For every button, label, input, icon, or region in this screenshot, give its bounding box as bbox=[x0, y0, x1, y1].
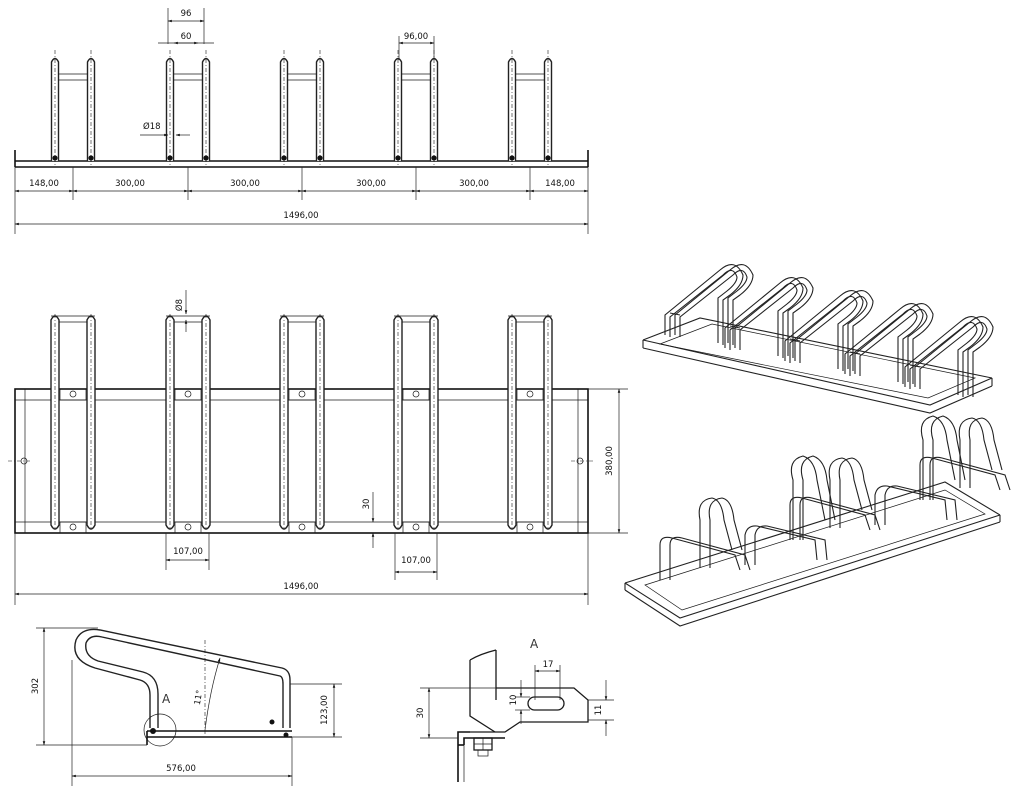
front-stand-5 bbox=[507, 50, 553, 165]
plan-total-text: 1496,00 bbox=[283, 582, 318, 592]
detail-dim-h3: 30 bbox=[416, 687, 496, 739]
plan-stand-2 bbox=[165, 314, 211, 534]
dim-60-text: 60 bbox=[181, 32, 192, 42]
iso-bottom-stand-3 bbox=[789, 457, 881, 540]
front-dim-96-right: 96,00 bbox=[398, 32, 435, 60]
spacing-5: 300,00 bbox=[459, 179, 489, 189]
plan-stand-1 bbox=[50, 314, 96, 534]
plan-dim-total: 1496,00 bbox=[14, 533, 589, 605]
spacing-2: 300,00 bbox=[115, 179, 145, 189]
detail-dim-h2: 11 bbox=[588, 680, 614, 736]
side-dim-height: 302 bbox=[31, 627, 147, 746]
plan-gap-text: 30 bbox=[362, 499, 372, 510]
iso-bottom-stand-4 bbox=[874, 415, 966, 525]
plan-wr-text: 107,00 bbox=[401, 556, 431, 566]
detail-a: A 17 10 bbox=[416, 637, 614, 782]
spacing-1: 148,00 bbox=[29, 179, 59, 189]
plan-dim-height: 380,00 bbox=[588, 388, 628, 534]
side-detail-label: A bbox=[162, 692, 171, 706]
isometric-view-top bbox=[642, 264, 994, 414]
detail-h1-text: 10 bbox=[509, 695, 519, 706]
front-dim-96: 96 bbox=[167, 8, 205, 44]
plan-dim-width-left: 107,00 bbox=[165, 533, 210, 570]
detail-dim-h1: 10 bbox=[509, 680, 530, 724]
iso-bottom-stand-2 bbox=[744, 455, 836, 565]
front-stand-3 bbox=[279, 50, 325, 165]
plan-dia-text: Ø8 bbox=[174, 299, 185, 311]
plan-stand-3 bbox=[279, 314, 325, 534]
front-total: 1496,00 bbox=[283, 211, 318, 221]
plan-stand-4 bbox=[393, 314, 439, 534]
side-length-text: 576,00 bbox=[166, 764, 196, 774]
front-dim-dia: Ø18 bbox=[140, 121, 190, 137]
side-height-text: 302 bbox=[31, 678, 41, 694]
plan-dim-gap: 30 bbox=[362, 492, 375, 548]
front-view: 96 60 96,00 Ø18 bbox=[14, 8, 589, 234]
front-dim-60: 60 bbox=[158, 32, 214, 45]
detail-a-label: A bbox=[530, 637, 539, 651]
dim-dia-text: Ø18 bbox=[143, 121, 161, 132]
iso-top-stand-4 bbox=[844, 303, 934, 384]
dim-96-text: 96 bbox=[181, 9, 192, 19]
side-height2-text: 123,00 bbox=[320, 695, 330, 725]
iso-bottom-stand-1 bbox=[659, 497, 751, 580]
iso-top-stand-1 bbox=[664, 264, 754, 345]
iso-top-stand-5 bbox=[904, 316, 994, 397]
spacing-3: 300,00 bbox=[230, 179, 260, 189]
front-stand-1 bbox=[50, 50, 96, 165]
iso-bottom-stand-5 bbox=[919, 417, 1011, 500]
plan-view: Ø8 380,00 30 107,00 107,00 bbox=[8, 290, 628, 605]
plan-height-text: 380,00 bbox=[605, 446, 615, 476]
side-view: A 302 11° 123,00 576,00 bbox=[31, 627, 342, 786]
front-stand-4 bbox=[393, 50, 439, 165]
isometric-view-bottom bbox=[624, 415, 1011, 627]
detail-h3-text: 30 bbox=[416, 708, 426, 719]
side-dim-length: 576,00 bbox=[71, 660, 293, 786]
side-angle-text: 11° bbox=[193, 689, 205, 706]
detail-h2-text: 11 bbox=[594, 705, 604, 716]
iso-top-stand-2 bbox=[724, 277, 814, 358]
spacing-6: 148,00 bbox=[545, 179, 575, 189]
plan-dim-width-right: 107,00 bbox=[394, 533, 438, 580]
detail-dim-w: 17 bbox=[534, 660, 561, 700]
dim-96-right-text: 96,00 bbox=[404, 32, 428, 42]
plan-dim-dia: Ø8 bbox=[174, 290, 188, 332]
side-dim-angle: 11° bbox=[193, 657, 221, 731]
detail-w-text: 17 bbox=[543, 660, 554, 670]
front-spacing-dims: 148,00 300,00 300,00 300,00 300,00 148,0… bbox=[14, 167, 589, 234]
plan-stand-5 bbox=[507, 314, 553, 534]
plan-wl-text: 107,00 bbox=[173, 547, 203, 557]
front-stand-2 bbox=[165, 50, 211, 165]
side-dim-height2: 123,00 bbox=[290, 683, 342, 738]
spacing-4: 300,00 bbox=[356, 179, 386, 189]
iso-top-stand-3 bbox=[784, 290, 874, 371]
